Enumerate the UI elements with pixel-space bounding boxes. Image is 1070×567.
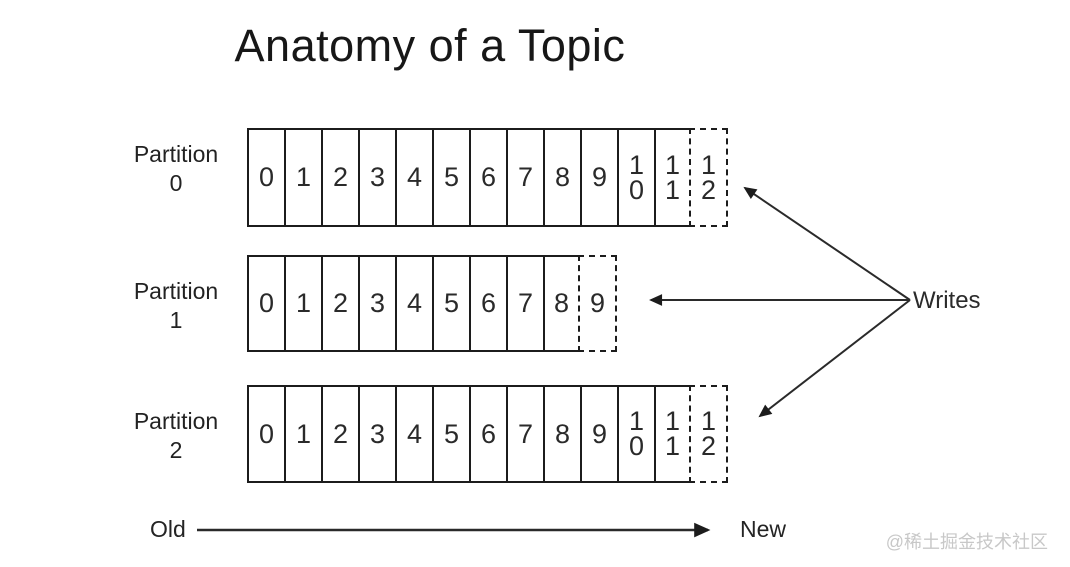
log-segment-cell: 1 (284, 128, 321, 227)
offset-number: 11 (664, 149, 681, 205)
new-label: New (740, 516, 787, 542)
partition-label-line1: Partition (133, 278, 219, 304)
offset-number: 5 (443, 288, 460, 318)
offset-number: 6 (480, 288, 497, 318)
offset-number: 0 (258, 162, 275, 192)
offset-number: 2 (332, 288, 349, 318)
offset-number: 4 (406, 418, 423, 449)
log-segment-cell: 8 (543, 128, 580, 227)
log-segment-cell: 3 (358, 128, 395, 227)
offset-number: 1 (295, 162, 312, 192)
writes-label: Writes (913, 287, 981, 314)
page-title: Anatomy of a Topic (234, 20, 626, 71)
next-write-cell: 9 (578, 255, 617, 352)
offset-number: 9 (589, 288, 606, 318)
offset-number: 1 (295, 288, 312, 318)
partition-label-1: Partition 1 (126, 277, 226, 335)
offset-number: 7 (517, 288, 534, 318)
log-segment-cell: 11 (654, 128, 691, 227)
log-segment-cell: 2 (321, 255, 358, 352)
writes-arrow-partition-0 (743, 186, 911, 301)
log-segment-cell: 3 (358, 255, 395, 352)
log-segment-cell: 7 (506, 128, 543, 227)
offset-number: 3 (369, 418, 386, 449)
log-segment-cell: 11 (654, 385, 691, 483)
partition-label-line2: 2 (169, 437, 183, 463)
log-segment-cell: 6 (469, 128, 506, 227)
offset-number: 12 (700, 406, 717, 461)
old-label: Old (150, 516, 186, 542)
offset-number: 5 (443, 418, 460, 449)
offset-number: 2 (332, 162, 349, 192)
offset-number: 6 (480, 162, 497, 192)
log-segment-cell: 8 (543, 255, 580, 352)
log-segment-cell: 4 (395, 255, 432, 352)
next-write-cell: 12 (689, 385, 728, 483)
log-segment-cell: 5 (432, 255, 469, 352)
offset-number: 10 (628, 149, 645, 205)
log-segment-cell: 6 (469, 385, 506, 483)
log-segment-cell: 2 (321, 385, 358, 483)
log-segment-cell: 7 (506, 385, 543, 483)
log-segment-cell: 6 (469, 255, 506, 352)
offset-number: 11 (664, 406, 681, 461)
partition-label-line1: Partition (133, 141, 219, 167)
offset-number: 0 (258, 288, 275, 318)
offset-number: 8 (553, 288, 570, 318)
offset-number: 5 (443, 162, 460, 192)
log-segment-cell: 3 (358, 385, 395, 483)
next-write-cell: 12 (689, 128, 728, 227)
offset-number: 1 (295, 418, 312, 449)
offset-number: 6 (480, 418, 497, 449)
offset-number: 0 (258, 418, 275, 449)
log-segment-cell: 9 (580, 385, 617, 483)
log-segment-cell: 7 (506, 255, 543, 352)
offset-number: 4 (406, 162, 423, 192)
offset-number: 3 (369, 162, 386, 192)
log-segment-cell: 1 (284, 255, 321, 352)
offset-number: 4 (406, 288, 423, 318)
log-segment-cell: 8 (543, 385, 580, 483)
log-segment-cell: 0 (247, 385, 284, 483)
log-segment-cell: 5 (432, 385, 469, 483)
partition-label-0: Partition 0 (126, 140, 226, 198)
watermark: @稀土掘金技术社区 (885, 532, 1048, 552)
log-segment-cell: 4 (395, 385, 432, 483)
log-segment-cell: 1 (284, 385, 321, 483)
offset-number: 8 (554, 162, 571, 192)
log-segment-cell: 9 (580, 128, 617, 227)
offset-number: 10 (628, 406, 645, 461)
offset-number: 7 (517, 162, 534, 192)
log-segment-cell: 0 (247, 255, 284, 352)
offset-number: 12 (700, 149, 717, 205)
offset-number: 9 (591, 418, 608, 449)
log-segment-cell: 10 (617, 385, 654, 483)
offset-number: 9 (591, 162, 608, 192)
partition-label-line2: 0 (169, 170, 183, 196)
partition-label-line1: Partition (133, 408, 219, 434)
log-segment-cell: 5 (432, 128, 469, 227)
offset-number: 8 (554, 418, 571, 449)
offset-number: 2 (332, 418, 349, 449)
log-segment-cell: 2 (321, 128, 358, 227)
partition-label-line2: 1 (169, 307, 183, 333)
offset-number: 7 (517, 418, 534, 449)
writes-arrow-partition-2 (758, 299, 911, 418)
log-segment-cell: 10 (617, 128, 654, 227)
offset-number: 3 (369, 288, 386, 318)
log-segment-cell: 4 (395, 128, 432, 227)
partition-label-2: Partition 2 (126, 407, 226, 465)
log-segment-cell: 0 (247, 128, 284, 227)
